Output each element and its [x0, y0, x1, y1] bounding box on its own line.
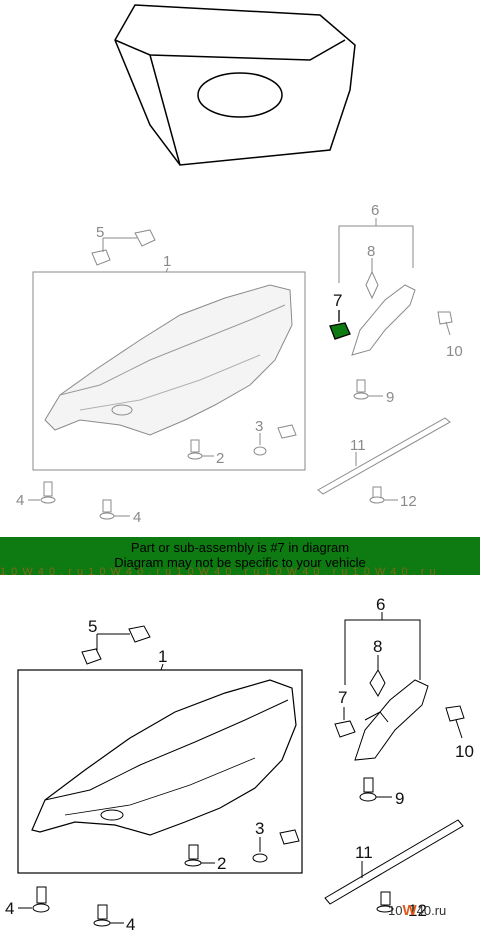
bottom-underbody-shield	[31, 679, 297, 836]
bottom-callout-5: 5	[88, 617, 97, 636]
bottom-callout-3: 3	[255, 819, 264, 838]
watermark-corner: 10W40.ru	[388, 902, 446, 919]
top-callout-7: 7	[333, 291, 342, 310]
bottom-callout-6: 6	[376, 595, 385, 614]
watermark-prefix: 10	[388, 903, 403, 918]
top-underbody-shield	[44, 284, 293, 436]
top-callout-1: 1	[163, 253, 171, 270]
bottom-callout-8: 8	[373, 637, 382, 656]
bottom-callout-9: 9	[395, 789, 404, 808]
top-shield-frame	[32, 271, 306, 471]
top-callout-5: 5	[96, 224, 104, 241]
bottom-callout-4b: 4	[126, 915, 135, 933]
info-banner: Part or sub-assembly is #7 in diagram Di…	[0, 537, 480, 575]
top-callout-4a: 4	[16, 492, 24, 509]
bottom-shield-frame	[17, 669, 303, 874]
top-callout-12: 12	[400, 493, 417, 510]
top-callout-2: 2	[216, 450, 224, 467]
top-part-7-highlight	[329, 322, 351, 340]
banner-line-2: Diagram may not be specific to your vehi…	[114, 555, 366, 570]
top-callout-6: 6	[371, 202, 379, 219]
watermark-suffix: 40.ru	[416, 903, 447, 918]
bottom-callout-2: 2	[217, 854, 226, 873]
watermark-mid: W	[402, 902, 417, 919]
top-callout-8: 8	[367, 243, 375, 260]
bottom-diagram: 5 1 6 8 7 10 9 11 12	[5, 595, 474, 933]
top-diagram: 5 1 6 8 7 10 9 11 12 3	[16, 202, 463, 526]
top-callout-4b: 4	[133, 509, 141, 526]
top-callout-3: 3	[255, 418, 263, 435]
banner-line-1: Part or sub-assembly is #7 in diagram	[130, 540, 350, 555]
bottom-callout-10: 10	[455, 742, 474, 761]
top-callout-9: 9	[386, 389, 394, 406]
watermark-strip: 1 0 W 4 0 . r u 1 0 W 4 0 . r u 1 0 W 4 …	[0, 566, 437, 578]
bottom-callout-1: 1	[158, 647, 167, 666]
bottom-callout-11: 11	[355, 843, 373, 862]
bottom-callout-12: 12	[408, 901, 427, 920]
bottom-callout-4a: 4	[5, 899, 14, 918]
top-callout-10: 10	[446, 343, 463, 360]
top-callout-11: 11	[350, 437, 366, 454]
engine-cover-illustration	[114, 4, 356, 166]
bottom-callout-7: 7	[338, 688, 347, 707]
